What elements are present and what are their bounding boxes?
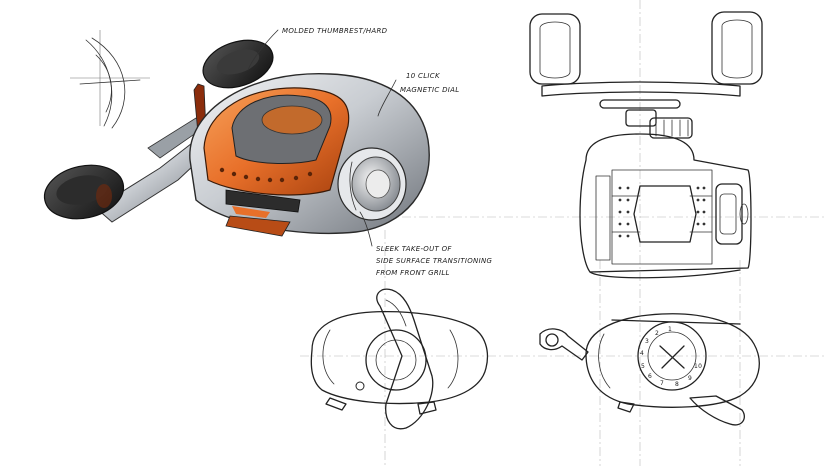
rear-handle-knob (202, 39, 274, 89)
dial-number: 2 (655, 330, 659, 337)
annotation-dial-line1: 10 CLICK (406, 72, 441, 80)
perspective-reel-render (43, 39, 430, 237)
annotation-grille-line1: SLEEK TAKE-OUT OF (376, 245, 452, 253)
annotation-thumbrest: MOLDED THUMBREST/HARD (282, 27, 388, 35)
thumbnail-sketch (79, 37, 141, 129)
dial-number: 5 (641, 363, 645, 370)
cast-control-dial: 1 2 3 4 5 6 7 8 9 10 (637, 321, 707, 391)
top-view-drawing (529, 11, 763, 279)
dial-number: 3 (645, 338, 649, 345)
dial-number: 1 (668, 326, 672, 333)
top-view-knob-right (711, 11, 763, 85)
annotation-leaders (247, 29, 397, 247)
right-side-view-drawing: 1 2 3 4 5 6 7 8 9 10 (539, 313, 760, 426)
dial-number: 10 (694, 363, 702, 370)
dial-number: 7 (660, 380, 664, 387)
dial-number: 4 (640, 350, 644, 357)
top-view-knob-left (529, 13, 581, 85)
annotation-grille-line3: FROM FRONT GRILL (376, 269, 450, 277)
dial-number: 9 (688, 375, 692, 382)
side-plate-hub (337, 147, 407, 221)
annotation-dial-line2: MAGNETIC DIAL (400, 86, 459, 94)
annotation-grille-line2: SIDE SURFACE TRANSITIONING (376, 257, 492, 265)
left-side-view-drawing (310, 288, 489, 430)
dial-number: 8 (675, 381, 679, 388)
front-handle-knob (43, 164, 125, 220)
dial-number: 6 (648, 373, 652, 380)
